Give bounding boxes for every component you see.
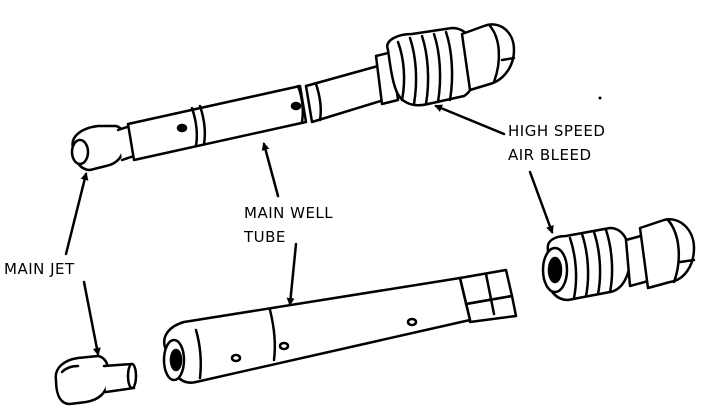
label-main-jet: MAIN JET bbox=[4, 260, 75, 278]
label-high-speed-line1: HIGH SPEED bbox=[508, 122, 606, 140]
loose-main-jet bbox=[54, 354, 138, 406]
leader-arrows bbox=[64, 104, 554, 356]
label-main-well-line1: MAIN WELL bbox=[244, 204, 334, 222]
label-high-speed-line2: AIR BLEED bbox=[508, 146, 592, 164]
assembled-main-well-tube bbox=[70, 23, 516, 172]
label-main-well-line2: TUBE bbox=[244, 228, 286, 246]
loose-high-speed-air-bleed bbox=[541, 218, 696, 302]
loose-main-well-tube bbox=[162, 268, 518, 384]
stray-dot bbox=[598, 96, 602, 100]
